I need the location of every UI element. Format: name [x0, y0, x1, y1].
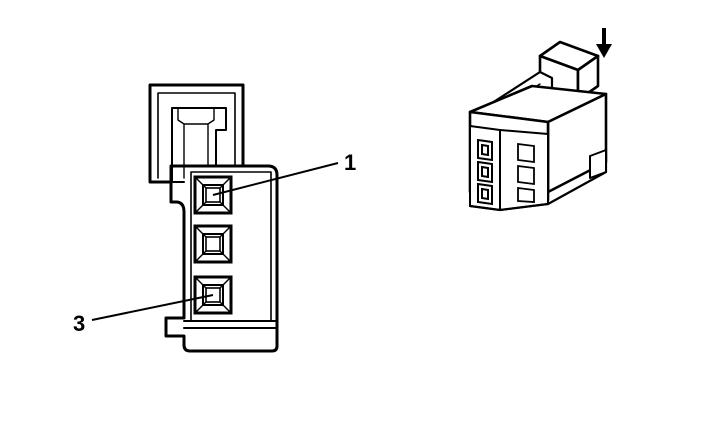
housing-bottom-rim	[183, 320, 278, 329]
iso-cavity-2	[477, 160, 493, 184]
housing-body	[164, 164, 279, 353]
iso-slot-2	[517, 164, 535, 186]
pin-1-label: 1	[344, 150, 356, 175]
iso-slot-3	[517, 186, 535, 203]
latch-tongue	[171, 107, 227, 183]
bottom-foot	[589, 149, 607, 179]
leader-line-pin-1	[212, 162, 339, 196]
pin-3-label: 3	[73, 311, 85, 336]
housing-inner	[190, 171, 272, 322]
pin-cavity-2	[193, 224, 233, 264]
front-housing	[499, 129, 549, 211]
latch-tongue-detail	[177, 107, 215, 179]
leader-line-pin-3	[91, 294, 214, 321]
iso-cavity-1	[477, 138, 493, 162]
iso-cavity-3	[477, 182, 493, 206]
iso-slot-1	[517, 142, 535, 164]
iso-cavities	[477, 138, 535, 206]
pin-cavity-3	[193, 275, 233, 315]
latch-inner	[157, 92, 236, 179]
connector-front-view	[148, 83, 279, 353]
pin-cavity-1	[193, 175, 233, 215]
connector-isometric-view	[468, 40, 608, 212]
arrow-down-icon	[596, 28, 612, 58]
